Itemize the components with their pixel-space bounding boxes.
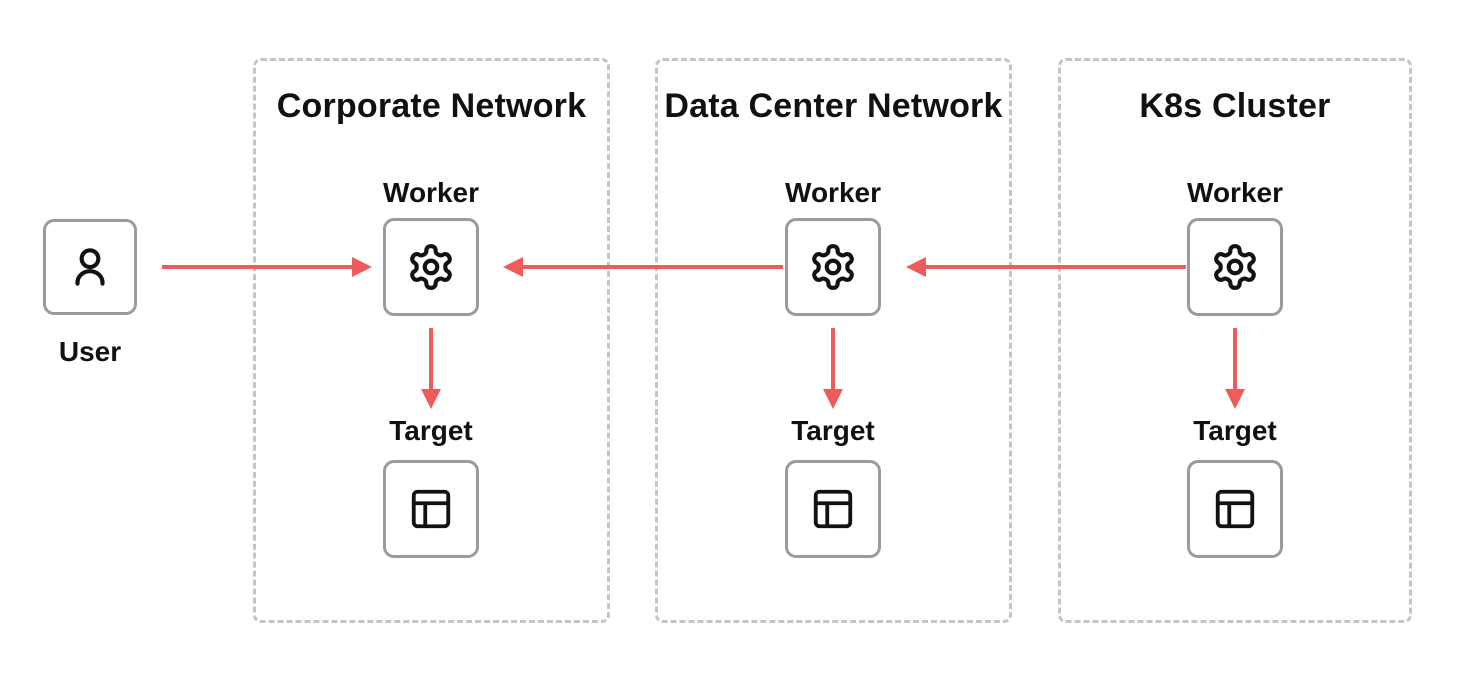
arrow-worker-to-target-corporate: [429, 328, 433, 390]
target-node: [1187, 460, 1283, 558]
arrow-datacenter-worker-to-corporate-worker: [522, 265, 783, 269]
zone-data-center-network: Data Center Network: [655, 58, 1012, 623]
worker-label: Worker: [383, 177, 479, 208]
user-label: User: [58, 336, 122, 367]
zone-title: Data Center Network: [664, 87, 1003, 125]
arrow-worker-to-target-k8s: [1233, 328, 1237, 390]
gear-icon: [808, 242, 858, 292]
gear-icon: [1210, 242, 1260, 292]
target-label: Target: [1193, 415, 1277, 446]
target-label: Target: [389, 415, 473, 446]
arrow-k8s-worker-to-datacenter-worker: [925, 265, 1186, 269]
arrow-worker-to-target-datacenter: [831, 328, 835, 390]
target-node: [785, 460, 881, 558]
zone-corporate-network: Corporate Network: [253, 58, 610, 623]
user-icon: [65, 242, 115, 292]
worker-node: [1187, 218, 1283, 316]
zone-title: K8s Cluster: [1139, 87, 1331, 125]
worker-label: Worker: [785, 177, 881, 208]
worker-label: Worker: [1187, 177, 1283, 208]
user-node: [43, 219, 137, 315]
gear-icon: [406, 242, 456, 292]
layout-icon: [408, 486, 454, 532]
zone-k8s-cluster: K8s Cluster: [1058, 58, 1412, 623]
worker-node: [383, 218, 479, 316]
layout-icon: [1212, 486, 1258, 532]
target-node: [383, 460, 479, 558]
worker-node: [785, 218, 881, 316]
target-label: Target: [791, 415, 875, 446]
arrow-user-to-corporate-worker: [162, 265, 353, 269]
layout-icon: [810, 486, 856, 532]
zone-title: Corporate Network: [276, 87, 587, 125]
